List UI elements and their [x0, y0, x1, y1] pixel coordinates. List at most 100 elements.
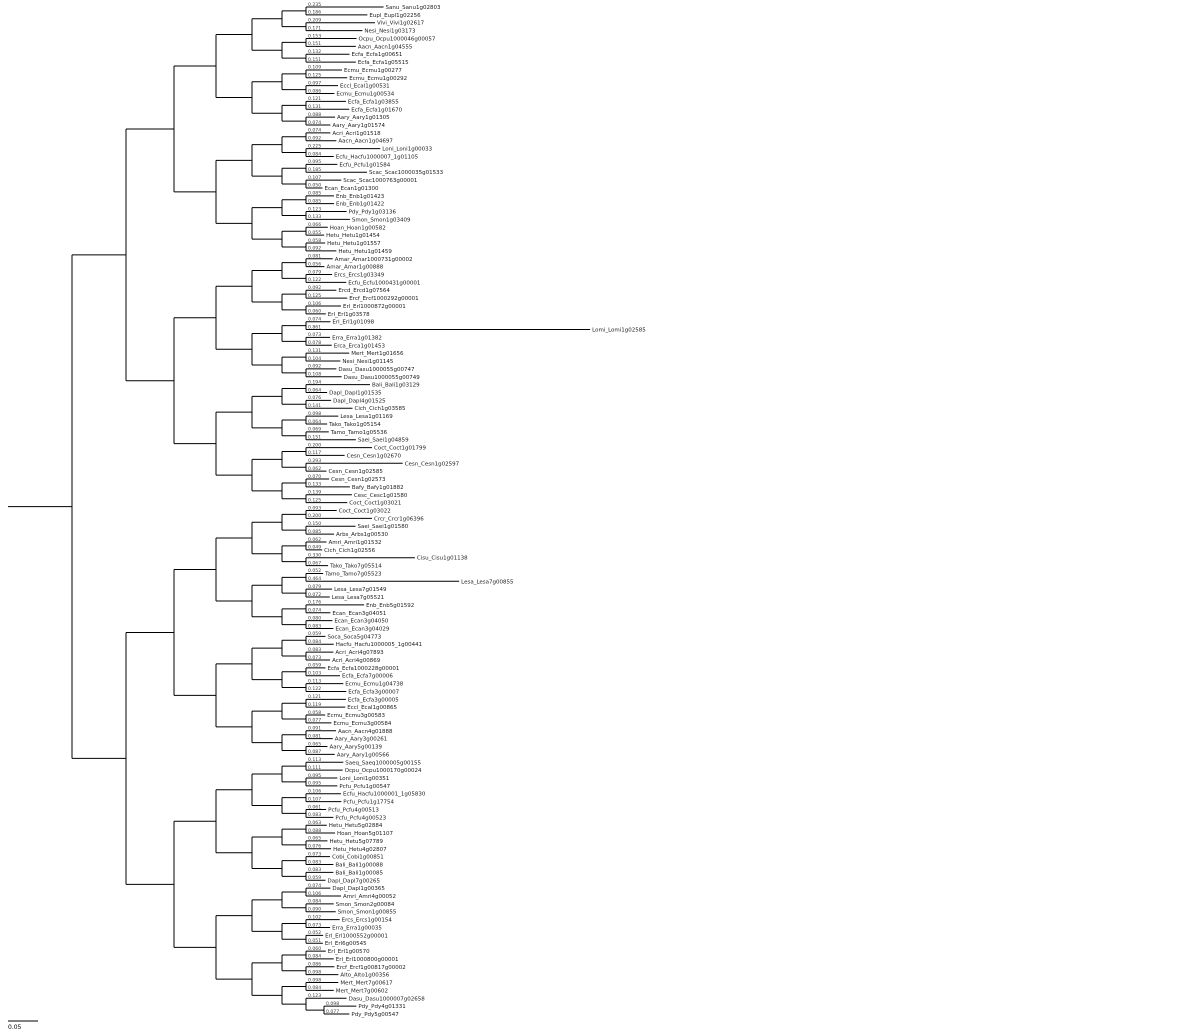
leaf-label: Ecmu_Ecmu3g00584: [333, 721, 391, 727]
leaf-label: Ecan_Ecan3g04029: [335, 627, 389, 633]
leaf-label: Sanu_Sanu1g02803: [386, 5, 441, 11]
leaf-label: Coct_Coct1g01799: [374, 446, 427, 452]
branch-length-label: 0.074: [308, 883, 321, 889]
leaf-label: Amri_Amri1g01532: [328, 540, 381, 546]
leaf-label: Pdy_Pdy4g01331: [358, 1004, 405, 1010]
branch-length-label: 0.084: [308, 985, 321, 991]
leaf-label: Ecfa_Ecfa1g00651: [352, 52, 403, 58]
leaf-label: Vivi_Vivi1g02617: [377, 21, 425, 27]
branch-length-label: 0.062: [308, 466, 321, 472]
branch-length-label: 0.098: [308, 969, 321, 975]
leaf-label: Lomi_Lomi1g02585: [592, 328, 646, 334]
leaf-label: Ocpu_Ocpu1000170g00024: [345, 768, 422, 774]
leaf-label: Pdy_Pdy5g00547: [351, 1012, 399, 1018]
leaf-label: Smon_Smon2g00084: [336, 902, 395, 908]
leaf-label: Mert_Mert7g00617: [340, 981, 393, 987]
branch-length-label: 0.107: [308, 796, 321, 802]
leaf-label: Hoan_Hoan5g01107: [337, 831, 393, 837]
leaf-label: Smon_Smon1g03409: [352, 217, 411, 223]
branch-length-label: 0.125: [308, 73, 321, 79]
branch-length-label: 0.123: [308, 206, 321, 212]
branch-length-label: 0.095: [308, 773, 321, 779]
leaf-label: Saeq_Saeq1000005g00155: [345, 760, 421, 766]
branch-length-label: 0.065: [308, 836, 321, 842]
leaf-label: Mert_Mert7g00602: [336, 988, 388, 994]
branch-length-label: 0.200: [308, 442, 321, 448]
leaf-label: Ecmu_Ecmu3g00583: [327, 713, 385, 719]
branch-length-label: 0.052: [308, 930, 321, 936]
branch-length-label: 0.077: [326, 1009, 339, 1015]
leaf-label: Tako_Tako1g05154: [328, 422, 381, 428]
branch-length-label: 0.098: [308, 977, 321, 983]
branch-length-label: 0.097: [308, 80, 321, 86]
branch-length-label: 0.083: [308, 623, 321, 629]
branch-length-label: 0.085: [308, 529, 321, 535]
branch-length-label: 0.051: [308, 938, 321, 944]
leaf-label: Hoan_Hoan1g00582: [330, 225, 386, 231]
branch-length-label: 0.098: [308, 411, 321, 417]
leaf-label: Acri_Acri1g01518: [332, 131, 381, 137]
branch-length-label: 0.330: [308, 553, 321, 559]
branch-length-label: 0.083: [308, 812, 321, 818]
leaf-label: Ecan_Ecan3g04051: [332, 611, 386, 617]
branch-length-label: 0.073: [308, 332, 321, 338]
branch-length-label: 0.080: [308, 615, 321, 621]
leaf-label: Hetu_Hetu1g01459: [338, 249, 392, 255]
leaf-label: Aary_Aary3g00261: [335, 737, 388, 743]
branch-length-label: 0.079: [308, 584, 321, 590]
branch-length-label: 0.111: [308, 765, 321, 771]
branch-length-label: 0.121: [308, 96, 321, 102]
branch-length-label: 0.063: [308, 820, 321, 826]
leaf-label: Ecfa_Ecfa3g00005: [348, 697, 399, 703]
leaf-label: Pcfu_Pcfu1g17754: [343, 800, 394, 806]
branch-length-label: 0.076: [308, 395, 321, 401]
leaf-label: Enb_Enb1g01423: [336, 194, 385, 200]
leaf-label: Pcfu_Pcfu4g00513: [328, 807, 379, 813]
leaf-label: Ecan_Ecan1g01300: [325, 186, 379, 192]
branch-length-label: 0.091: [308, 726, 321, 732]
branch-length-label: 0.171: [308, 25, 321, 31]
branch-length-label: 0.086: [308, 88, 321, 94]
branch-length-label: 0.102: [308, 914, 321, 920]
leaf-label: Ecfa_Ecfa7g00006: [342, 674, 393, 680]
branch-length-label: 0.185: [308, 167, 321, 173]
leaf-label: Ecmu_Ecmu1g00292: [349, 76, 407, 82]
branch-length-label: 0.122: [308, 277, 321, 283]
leaf-label: Ercs_Ercs1g00154: [342, 918, 393, 924]
leaf-label: Hetu_Hetu4g02807: [333, 847, 387, 853]
leaf-label: Nesi_Nesi1g01145: [342, 359, 394, 365]
branch-length-label: 0.235: [308, 2, 321, 8]
leaf-label: Cesc_Cesc1g01580: [354, 493, 408, 499]
leaf-label: Erra_Erra1g01382: [332, 335, 382, 341]
branch-length-label: 0.077: [308, 718, 321, 724]
branch-length-label: 0.074: [308, 316, 321, 322]
branch-length-label: 0.081: [308, 254, 321, 260]
leaf-label: Ecfu_Hacfu1000001_1g05830: [343, 792, 426, 798]
branch-length-label: 0.151: [308, 434, 321, 440]
leaf-label: Dasu_Dasu1000007g02658: [349, 996, 426, 1002]
leaf-label: Cich_Cich1g02556: [324, 548, 375, 554]
leaf-label: Loni_Loni1g00351: [339, 776, 389, 782]
leaf-label: Aacn_Aacn4g01888: [338, 729, 393, 735]
branch-length-label: 0.087: [308, 749, 321, 755]
branch-length-label: 0.076: [308, 844, 321, 850]
leaf-label: Nesi_Nesi1g03173: [364, 29, 416, 35]
leaf-label: Ecan_Ecan3g04050: [334, 619, 388, 625]
leaf-label: Amar_Amar1000731g00002: [335, 257, 413, 263]
branch-length-label: 0.133: [308, 482, 321, 488]
branch-length-label: 0.084: [308, 899, 321, 905]
branch-length-label: 0.083: [308, 859, 321, 865]
leaf-label: Tamo_Tamo7g05523: [324, 571, 382, 577]
branch-length-label: 0.176: [308, 600, 321, 606]
branch-length-label: 0.070: [308, 474, 321, 480]
leaf-label: Ecmu_Ecmu1g04738: [345, 682, 403, 688]
leaf-label: Alto_Alto1g00356: [340, 973, 389, 979]
leaf-label: Eccl_Ecal1g00531: [340, 84, 390, 90]
leaf-label: Scac_Scac1000035g01533: [369, 170, 444, 176]
branch-length-label: 0.055: [308, 230, 321, 236]
branch-length-label: 0.200: [308, 513, 321, 519]
branch-length-label: 0.060: [308, 946, 321, 952]
leaf-label: Soca_Soca5g04773: [327, 634, 381, 640]
branch-length-label: 0.084: [308, 151, 321, 157]
